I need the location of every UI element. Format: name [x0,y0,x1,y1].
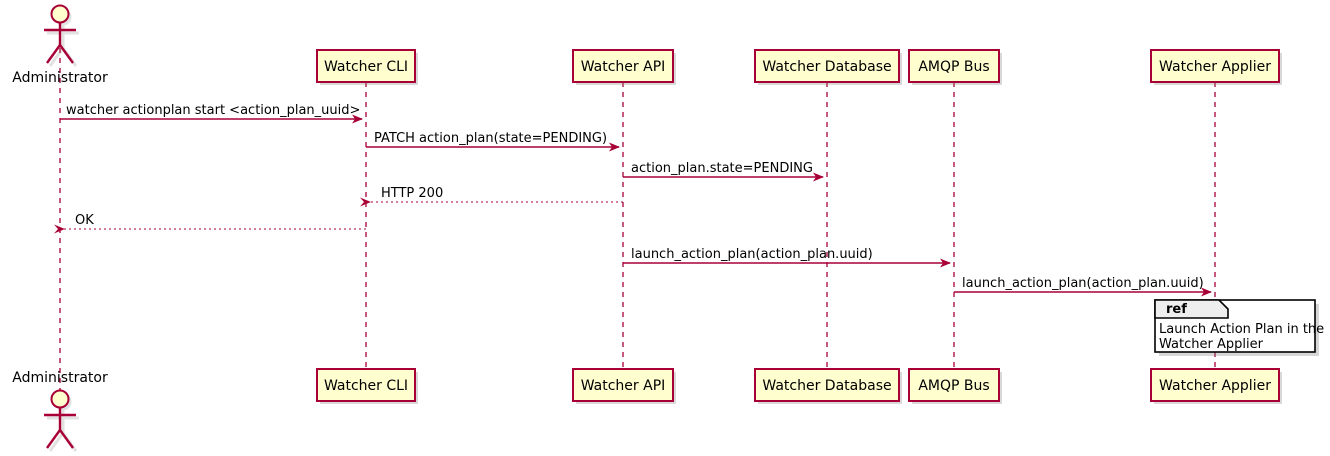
message-watcher-actionplan-start[interactable]: watcher actionplan start <action_plan_uu… [60,103,363,124]
participant-box [572,368,674,402]
participant-label: Watcher CLI [324,378,408,394]
participant-box [754,49,900,83]
ref-tab-label: ref [1166,302,1187,317]
message-label: watcher actionplan start <action_plan_uu… [66,103,360,118]
participant-watcher-applier-top[interactable]: Watcher Applier [1150,49,1282,85]
actor-administrator-top[interactable]: Administrator [12,4,108,87]
actor-leg-left-icon [46,44,61,64]
actor-leg-right-icon [59,429,74,449]
actor-head-icon [50,4,70,24]
participant-watcher-applier-bottom[interactable]: Watcher Applier [1150,368,1282,404]
actor-administrator-bottom[interactable]: Administrator [12,370,108,452]
ref-tab [1154,299,1229,319]
ref-body-line-2: Watcher Applier [1159,337,1264,352]
participant-label: AMQP Bus [918,378,989,394]
ref-body-line-1: Launch Action Plan in the [1159,322,1324,337]
message-patch-action-plan[interactable]: PATCH action_plan(state=PENDING) [366,131,620,152]
message-action-plan-state-pending[interactable]: action_plan.state=PENDING [623,161,824,182]
participant-label: Watcher Database [762,59,891,75]
ref-fragment-launch-action-plan[interactable]: ref Launch Action Plan in the Watcher Ap… [1154,299,1324,356]
participant-watcher-cli-top[interactable]: Watcher CLI [316,49,418,85]
participant-box [1150,49,1280,83]
message-label: PATCH action_plan(state=PENDING) [374,131,607,146]
participant-label: Watcher Applier [1159,59,1271,75]
message-label: action_plan.state=PENDING [631,161,813,176]
participant-watcher-api-bottom[interactable]: Watcher API [572,368,676,404]
participant-box [754,368,900,402]
participant-label: AMQP Bus [918,59,989,75]
participant-box [908,368,1000,402]
message-label: OK [75,213,94,228]
message-launch-action-plan-api-to-bus[interactable]: launch_action_plan(action_plan.uuid) [623,247,951,268]
participant-box [316,49,416,83]
participant-amqp-bus-top[interactable]: AMQP Bus [908,49,1002,85]
participant-box [316,368,416,402]
participant-label: Watcher Applier [1159,378,1271,394]
participant-box [1150,368,1280,402]
participant-watcher-cli-bottom[interactable]: Watcher CLI [316,368,418,404]
message-launch-action-plan-bus-to-applier[interactable]: launch_action_plan(action_plan.uuid) [954,276,1212,297]
actor-label-bottom: Administrator [12,370,108,386]
participant-amqp-bus-bottom[interactable]: AMQP Bus [908,368,1002,404]
message-label: HTTP 200 [381,186,443,201]
message-ok[interactable]: OK [54,213,366,234]
participant-label: Watcher Database [762,378,891,394]
message-http-200[interactable]: HTTP 200 [360,186,623,207]
participant-label: Watcher API [581,378,666,394]
actor-label-top: Administrator [12,70,108,86]
participant-label: Watcher CLI [324,59,408,75]
participant-box [572,49,674,83]
participant-watcher-database-top[interactable]: Watcher Database [754,49,902,85]
message-label: launch_action_plan(action_plan.uuid) [631,247,873,262]
lifelines [59,48,1216,400]
participant-box [908,49,1000,83]
participant-watcher-database-bottom[interactable]: Watcher Database [754,368,902,404]
actor-head-icon [50,389,70,409]
actor-leg-right-icon [59,44,74,64]
participant-label: Watcher API [581,59,666,75]
message-label: launch_action_plan(action_plan.uuid) [962,276,1204,291]
actor-leg-left-icon [46,429,61,449]
participant-watcher-api-top[interactable]: Watcher API [572,49,676,85]
